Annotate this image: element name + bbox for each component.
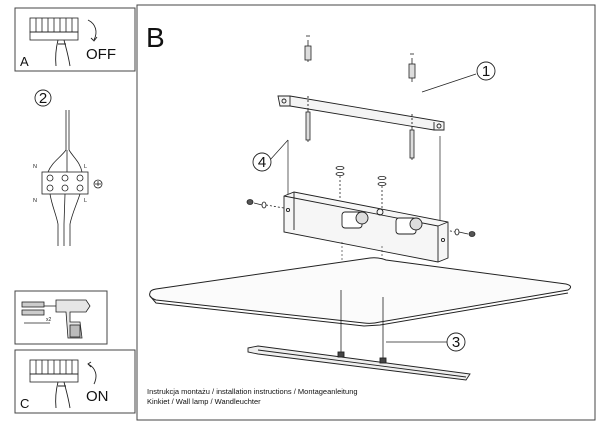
caption-line-2: Kinkiet / Wall lamp / Wandleuchter [147, 397, 261, 406]
hardware-nuts [335, 165, 387, 208]
wiring-diagram [41, 110, 103, 246]
side-screw-left [246, 199, 285, 209]
wall-screw-right [408, 53, 416, 160]
callout-2-ring [34, 89, 52, 107]
callout-1-number: 1 [481, 63, 491, 80]
callout-3-number: 3 [451, 334, 461, 351]
wire-label-n-bottom: N [33, 198, 37, 204]
wire-label-n-top: N [33, 164, 37, 170]
panel-tools-frame [14, 290, 108, 345]
arrow-on [87, 363, 97, 385]
driver-housing [283, 191, 449, 263]
hand-c [55, 381, 71, 409]
diffuser-bar [247, 345, 471, 381]
dowel-quantity: x2 [46, 317, 52, 323]
arrow-off [87, 19, 97, 41]
section-label-a: A [20, 54, 29, 69]
section-label-b: B [146, 22, 165, 53]
mounting-bracket [277, 95, 445, 131]
wire-label-l-top: L [84, 164, 88, 170]
callout-2-number: 2 [38, 90, 48, 107]
state-off-label: OFF [86, 46, 116, 63]
side-screw-right [445, 228, 476, 237]
callout-3-ring [446, 332, 466, 352]
panel-c-frame [14, 349, 136, 414]
wall-screw-left [304, 35, 312, 142]
wire-label-l-bottom: L [84, 198, 88, 204]
frame-main [136, 4, 596, 421]
terminal-block-c [29, 359, 79, 383]
state-on-label: ON [86, 388, 109, 405]
callout-1-ring [476, 61, 496, 81]
section-label-c: C [20, 396, 30, 411]
hand-a [55, 39, 71, 67]
light-panel [149, 257, 572, 327]
callout-4-ring [252, 152, 272, 172]
terminal-block-a [29, 17, 79, 41]
panel-a-frame [14, 7, 136, 72]
callout-4-number: 4 [257, 154, 267, 171]
drill-and-dowels [21, 299, 91, 339]
caption-line-1: Instrukcja montażu / installation instru… [147, 387, 358, 396]
